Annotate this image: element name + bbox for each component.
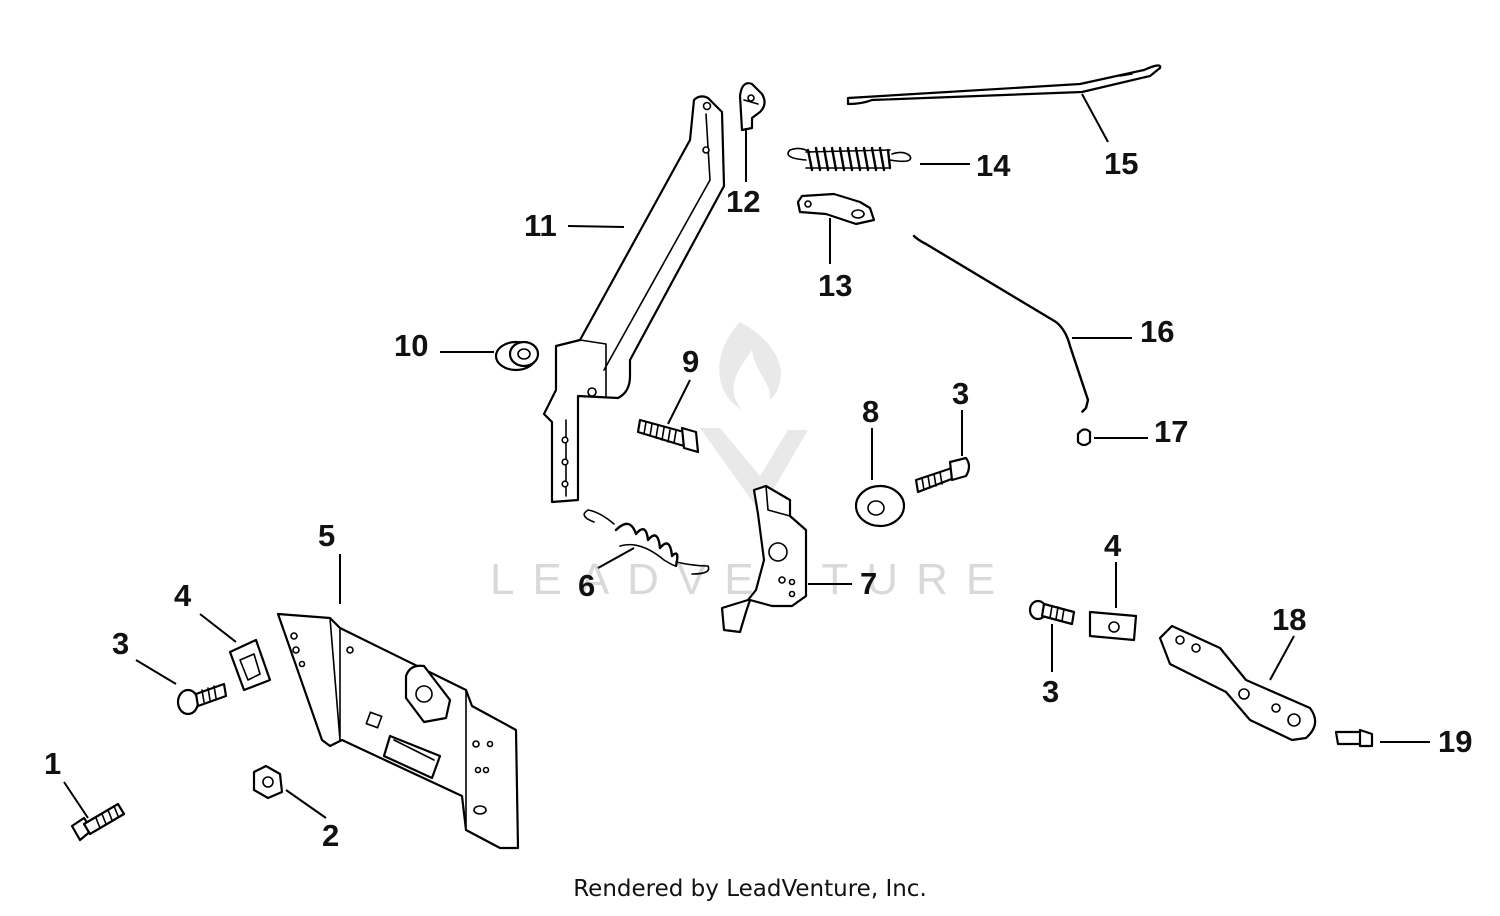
leader-4-left [199,613,237,643]
part-5-mounting-plate[interactable] [276,612,520,850]
callout-14: 14 [976,148,1011,183]
callout-11: 11 [524,208,557,243]
part-18-link-plate[interactable] [1158,624,1317,742]
part-8-washer[interactable] [854,484,906,528]
part-10-bushing[interactable] [494,340,540,372]
callout-6: 6 [578,568,595,603]
part-15-throttle-rod[interactable] [846,64,1162,106]
callout-10: 10 [394,328,428,363]
credit-text: Rendered by LeadVenture, Inc. [573,876,927,902]
callout-16: 16 [1140,314,1174,349]
part-7-governor-bracket[interactable] [720,484,808,634]
leader-1 [63,781,89,819]
part-13-bracket[interactable] [796,192,876,226]
callouts: 11 12 14 15 13 16 17 10 9 8 3 7 6 5 4 3 … [44,146,1472,853]
leader-9 [667,379,691,425]
leader-2 [285,789,327,819]
part-16-wire-link[interactable] [912,234,1090,413]
part-4-nut-plate-right[interactable] [1088,610,1138,642]
callout-19: 19 [1438,724,1472,759]
leader-15 [1081,93,1109,143]
part-3-screw-right[interactable] [1028,599,1076,626]
leader-3-left [135,659,177,685]
callout-1: 1 [44,746,61,781]
part-14-extension-spring[interactable] [787,146,912,172]
part-12-clip[interactable] [738,82,766,132]
leader-18 [1269,635,1295,681]
part-3-screw-left[interactable] [176,682,228,716]
callout-5: 5 [318,518,335,553]
callout-8: 8 [862,394,879,429]
leader-11 [567,225,625,228]
leader-6 [597,547,635,569]
callout-13: 13 [818,268,852,303]
callout-15: 15 [1104,146,1138,181]
leader-lines [63,93,1430,819]
callout-18: 18 [1272,602,1306,637]
callout-2: 2 [322,818,339,853]
leadventure-watermark-logo: LEADVENTURE [490,322,1013,604]
part-4-nut-plate-left[interactable] [228,638,272,692]
part-19-pin[interactable] [1334,728,1374,748]
part-2-nut[interactable] [252,764,284,800]
callout-4-left: 4 [174,578,192,613]
part-11-lever-arm[interactable] [542,95,726,504]
part-17-nut[interactable] [1076,428,1092,447]
callout-3-upper: 3 [952,376,969,411]
callout-12: 12 [726,184,760,219]
part-9-bolt[interactable] [636,418,700,454]
callout-17: 17 [1154,414,1188,449]
callout-3-left: 3 [112,626,129,661]
callout-3-right: 3 [1042,674,1059,709]
watermark-text: LEADVENTURE [490,555,1013,604]
callout-4-right: 4 [1104,528,1122,563]
callout-9: 9 [682,344,699,379]
part-1-bolt[interactable] [70,802,126,842]
part-3-screw-upper[interactable] [914,456,971,494]
callout-7: 7 [860,566,877,601]
part-6-governor-spring[interactable] [583,509,710,575]
